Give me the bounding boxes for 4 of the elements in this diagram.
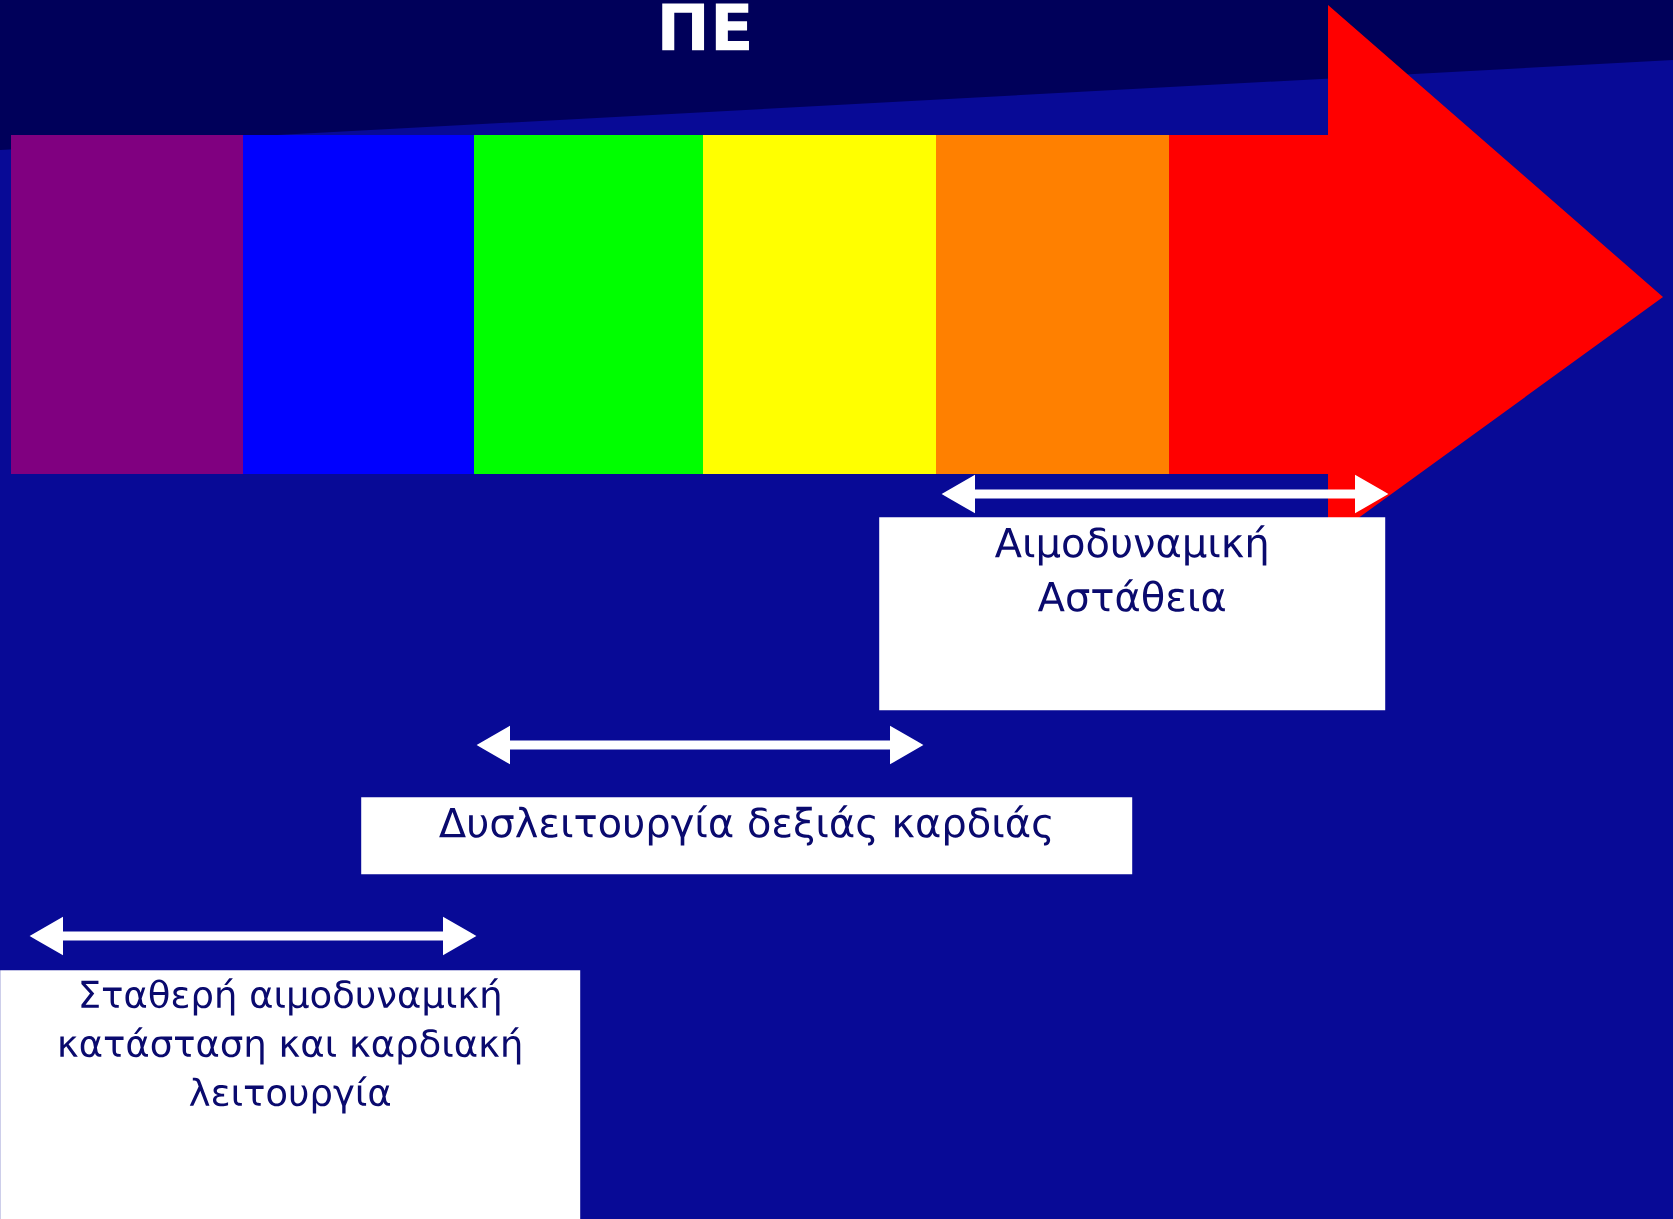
text-box: Αιμοδυναμική Αστάθεια <box>879 517 1386 711</box>
title: ΠΕ <box>662 3 749 51</box>
text-box: Σταθερή αιμοδυναμική κατάσταση και καρδιακή λειτουργία <box>0 970 581 1219</box>
text-box: Δυσλειτουργία δεξιάς καρδιάς <box>361 797 1133 875</box>
